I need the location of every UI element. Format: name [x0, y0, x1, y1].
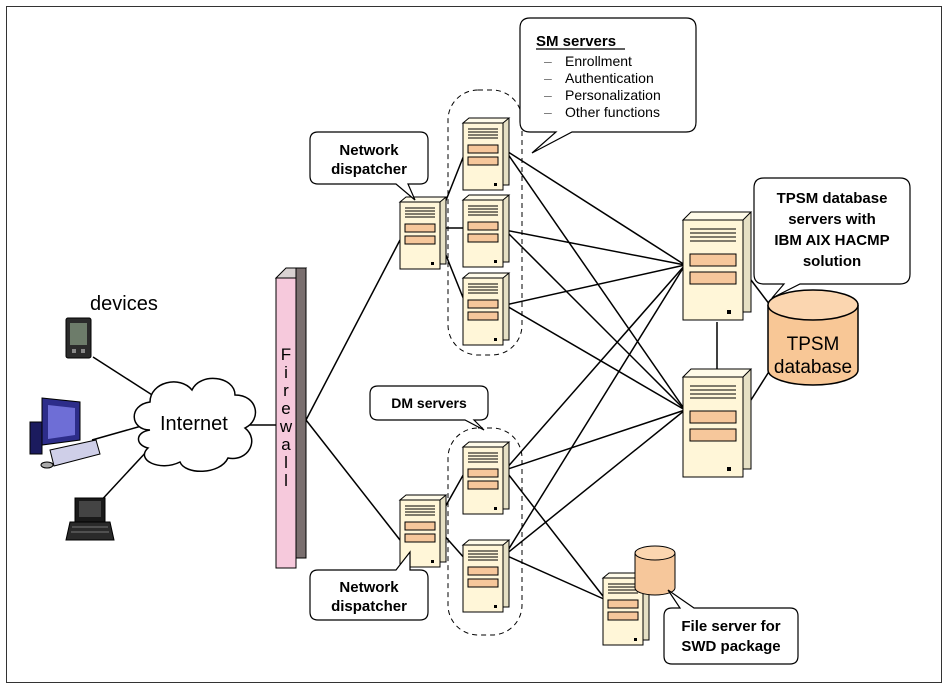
sm-server-3-icon	[462, 272, 510, 346]
sm-list-item: Personalization	[565, 87, 661, 103]
tpsm-database-label-2: database	[774, 357, 852, 378]
firewall-letter: e	[281, 399, 290, 418]
sm-servers-group-outline	[447, 89, 523, 356]
sm-server-2-icon	[462, 194, 510, 268]
tpsm-callout-line-3: IBM AIX HACMP	[774, 232, 889, 249]
devices-label: devices	[90, 293, 158, 315]
internet-label: Internet	[160, 413, 228, 435]
firewall-letter: a	[281, 435, 291, 454]
firewall-letter: w	[279, 417, 293, 436]
firewall-letter: i	[284, 363, 288, 382]
tpsm-callout-line-2: servers with	[788, 211, 876, 228]
dm-servers-group-outline	[447, 427, 523, 636]
tpsm-db-server-1-icon	[682, 211, 752, 321]
firewall-letter: F	[281, 345, 291, 364]
file-server-drive-icon	[634, 545, 676, 596]
desktop-computer-icon	[29, 397, 101, 469]
network-dispatcher-top-label-1: Network	[339, 142, 399, 159]
sm-server-1-icon	[462, 117, 510, 191]
sm-servers-callout: SM servers –Enrollment–Authentication–Pe…	[519, 17, 697, 154]
network-dispatcher-top-label-2: dispatcher	[331, 161, 407, 178]
devices-group: devices	[29, 293, 158, 541]
file-server-callout: File server for SWD package	[663, 589, 799, 665]
tpsm-database-servers-callout: TPSM database servers with IBM AIX HACMP…	[753, 177, 911, 299]
network-dispatcher-bottom-label-2: dispatcher	[331, 598, 407, 615]
pda-icon	[65, 317, 92, 359]
file-server-label-1: File server for	[681, 618, 780, 635]
sm-list-bullet: –	[544, 104, 552, 120]
tpsm-callout-line-1: TPSM database	[777, 190, 888, 207]
firewall-letter: l	[284, 453, 288, 472]
firewall-letter: r	[283, 381, 289, 400]
dm-servers-label: DM servers	[391, 395, 467, 411]
sm-list-item: Authentication	[565, 70, 654, 86]
file-server-label-2: SWD package	[681, 638, 780, 655]
tpsm-callout-line-4: solution	[803, 253, 861, 270]
tpsm-database-icon: TPSM database	[767, 289, 859, 386]
firewall-letter: l	[284, 471, 288, 490]
dm-servers-callout: DM servers	[369, 385, 489, 431]
dm-server-2-icon	[462, 539, 510, 613]
sm-servers-list: –Enrollment–Authentication–Personalizati…	[544, 53, 661, 120]
sm-list-bullet: –	[544, 53, 552, 69]
dm-server-1-icon	[462, 441, 510, 515]
network-dispatcher-bottom-callout: Network dispatcher	[309, 550, 429, 621]
sm-list-item: Other functions	[565, 104, 660, 120]
sm-list-bullet: –	[544, 87, 552, 103]
sm-list-bullet: –	[544, 70, 552, 86]
network-dispatcher-top-callout: Network dispatcher	[309, 131, 429, 201]
internet-cloud: Internet	[133, 377, 257, 473]
sm-list-item: Enrollment	[565, 53, 632, 69]
network-dispatcher-top-server-icon	[399, 196, 447, 270]
network-dispatcher-bottom-label-1: Network	[339, 579, 399, 596]
laptop-icon	[65, 497, 115, 541]
sm-servers-title: SM servers	[536, 33, 616, 50]
tpsm-db-server-2-icon	[682, 368, 752, 478]
tpsm-database-label-1: TPSM	[787, 334, 840, 355]
